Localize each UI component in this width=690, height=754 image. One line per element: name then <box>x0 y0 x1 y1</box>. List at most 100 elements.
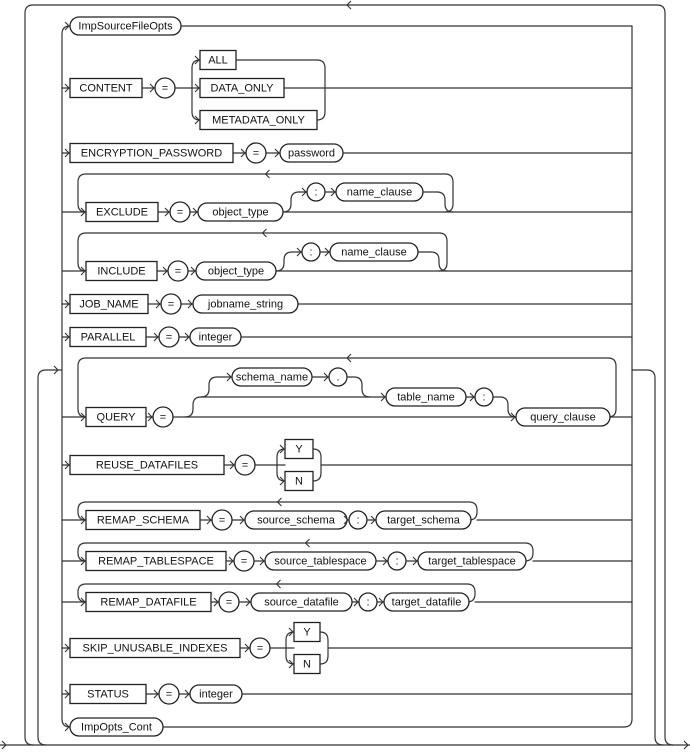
node-label: schema_name <box>236 372 308 384</box>
equals-symbol: = <box>211 509 233 531</box>
node-label: DATA_ONLY <box>211 83 275 95</box>
node-label: . <box>336 372 339 384</box>
node-label: ALL <box>208 55 228 67</box>
node-label: = <box>177 207 183 219</box>
arrow-right-icon <box>194 115 200 125</box>
arrow-right-icon <box>187 299 193 309</box>
node-label: STATUS <box>87 689 129 701</box>
equals-symbol: = <box>158 326 180 348</box>
arrow-right-icon <box>213 597 219 607</box>
node-label: : <box>366 597 369 609</box>
arrow-right-icon <box>64 643 70 653</box>
arrow-right-icon <box>239 515 245 525</box>
node-integer: integer <box>189 327 242 347</box>
arrow-left-icon <box>304 538 310 548</box>
node-reuse-datafiles: REUSE_DATAFILES <box>69 454 225 476</box>
arrow-right-icon <box>510 412 516 422</box>
colon-symbol: : <box>306 182 326 202</box>
arrow-right-icon <box>153 332 159 342</box>
node-status: STATUS <box>69 683 147 705</box>
node-label: = <box>257 643 263 655</box>
node-jobname-string: jobname_string <box>192 294 299 314</box>
arrow-right-icon <box>80 556 86 566</box>
node-label: REMAP_TABLESPACE <box>98 556 214 568</box>
connector-line <box>346 376 371 398</box>
arrow-right-icon <box>1 740 7 750</box>
arrow-right-icon <box>279 444 285 454</box>
node-parallel: PARALLEL <box>69 326 147 348</box>
node-label: object_type <box>212 207 268 219</box>
node-label: Y <box>303 627 311 639</box>
node-y: Y <box>284 438 314 460</box>
node-source-tablespace: source_tablespace <box>264 551 377 571</box>
node-n: N <box>284 470 314 492</box>
node-imp-source-file-opts: ImpSourceFileOpts <box>69 16 182 36</box>
node-encryption-password: ENCRYPTION_PASSWORD <box>69 142 234 164</box>
colon-symbol: : <box>301 242 321 262</box>
node-y: Y <box>293 621 321 643</box>
node-label: integer <box>199 689 233 701</box>
node-label: EXCLUDE <box>96 207 148 219</box>
arrow-right-icon <box>80 207 86 217</box>
dot-symbol: . <box>328 367 348 387</box>
arrow-right-icon <box>64 148 70 158</box>
arrow-right-icon <box>380 392 386 402</box>
node-remap-tablespace: REMAP_TABLESPACE <box>85 550 227 572</box>
node-password: password <box>279 143 344 163</box>
node-label: target_schema <box>387 515 461 527</box>
optional-branch <box>436 191 454 213</box>
node-label: INCLUDE <box>97 266 145 278</box>
arrow-right-icon <box>194 83 200 93</box>
node-n: N <box>293 653 321 675</box>
arrow-right-icon <box>80 412 86 422</box>
arrow-right-icon <box>301 187 307 197</box>
arrow-right-icon <box>64 460 70 470</box>
node-label: query_clause <box>530 412 595 424</box>
arrow-left-icon <box>264 169 270 179</box>
node-label: REMAP_SCHEMA <box>97 515 190 527</box>
node-label: = <box>219 515 225 527</box>
arrow-right-icon <box>64 722 70 732</box>
equals-symbol: = <box>245 142 267 164</box>
node-name-clause: name_clause <box>335 182 424 202</box>
arrow-right-icon <box>240 148 246 158</box>
arrow-right-icon <box>228 556 234 566</box>
node-remap-schema: REMAP_SCHEMA <box>85 509 201 531</box>
node-label: REUSE_DATAFILES <box>96 460 198 472</box>
arrow-right-icon <box>296 247 302 257</box>
node-include: INCLUDE <box>85 260 158 282</box>
node-label: name_clause <box>341 247 406 259</box>
node-label: CONTENT <box>79 83 132 95</box>
arrow-right-icon <box>64 332 70 342</box>
rail <box>61 25 71 35</box>
node-label: source_tablespace <box>274 556 366 568</box>
arrow-left-icon <box>275 579 281 589</box>
node-table-name: table_name <box>385 387 467 407</box>
connector-line <box>191 67 201 121</box>
arrow-right-icon <box>259 556 265 566</box>
arrow-right-icon <box>190 266 196 276</box>
node-label: ImpOpts_Cont <box>81 722 152 734</box>
arrow-right-icon <box>64 689 70 699</box>
connector-line <box>319 631 329 665</box>
arrow-right-icon <box>184 689 190 699</box>
arrow-right-icon <box>162 266 168 276</box>
node-target-datafile: target_datafile <box>383 592 470 612</box>
node-label: target_tablespace <box>428 556 515 568</box>
optional-branch <box>184 396 387 418</box>
node-label: source_datafile <box>264 597 339 609</box>
arrow-left-icon <box>261 228 267 238</box>
node-query-clause: query_clause <box>515 407 611 427</box>
arrow-right-icon <box>330 187 336 197</box>
connector-line <box>492 396 517 418</box>
node-object-type: object_type <box>197 202 284 222</box>
node-label: Y <box>295 444 303 456</box>
arrow-right-icon <box>469 392 475 402</box>
arrow-right-icon <box>149 83 155 93</box>
arrow-right-icon <box>64 21 70 31</box>
node-label: JOB_NAME <box>79 299 138 311</box>
arrow-right-icon <box>382 556 388 566</box>
arrow-right-icon <box>80 515 86 525</box>
node-label: = <box>160 412 166 424</box>
node-label: METADATA_ONLY <box>212 115 305 127</box>
